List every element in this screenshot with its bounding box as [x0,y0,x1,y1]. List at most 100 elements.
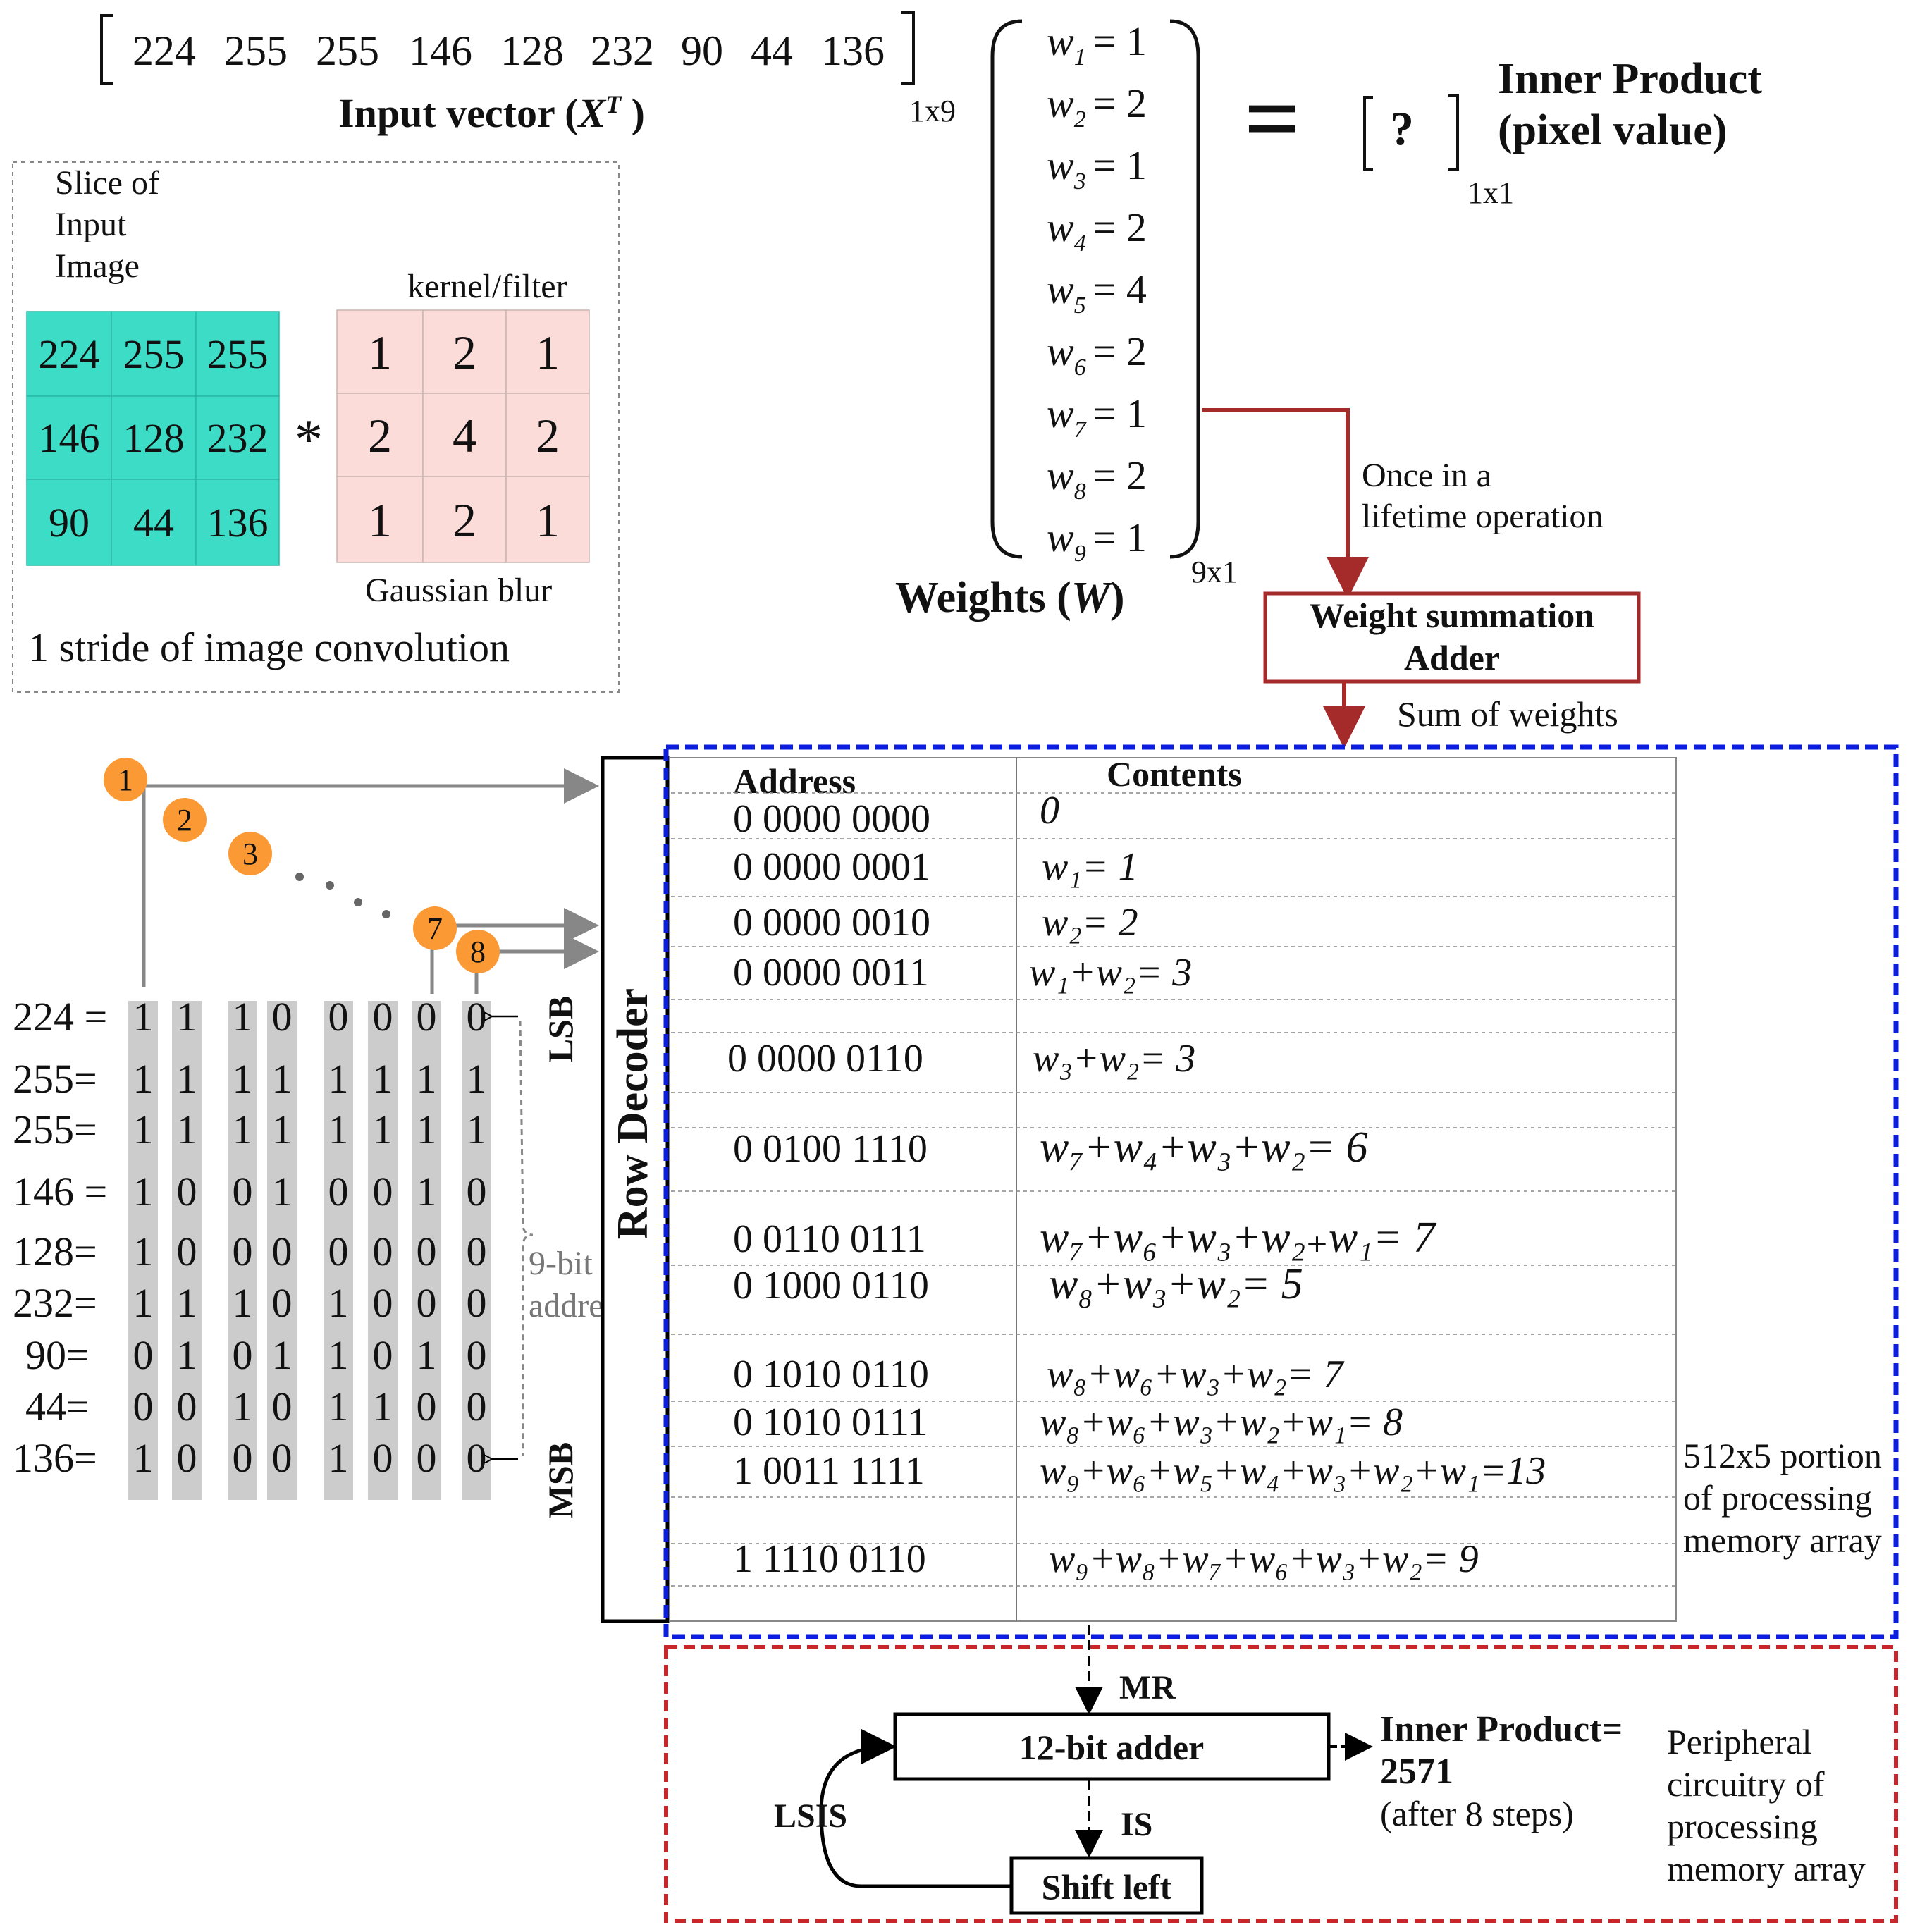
bit-value: 0 [328,1229,349,1274]
step-badge-number: 3 [242,837,258,871]
result-label-line2: (pixel value) [1498,106,1727,154]
bit-value: 0 [417,1229,437,1274]
bit-value: 0 [373,994,393,1040]
memory-content: w₁+w₂= 3 [1029,951,1192,995]
bit-row-label: 90= [25,1332,90,1378]
memory-table-frame [669,757,1677,1622]
weight-flow: Once in a lifetime operation Weight summ… [1202,408,1641,749]
lsb-label: LSB [541,996,580,1063]
peripheral-label-line2: circuitry of [1667,1764,1825,1804]
memory-header-contents: Contents [1107,754,1242,794]
bit-column-bar [172,1001,202,1500]
image-cell [195,311,280,397]
memory-address: 0 0100 1110 [733,1127,928,1171]
step1-arrow [142,768,599,987]
shift-left-box [1009,1856,1204,1915]
bit-value: 0 [373,1332,393,1378]
memory-content: w₈+w₆+w₃+w₂+w₁= 8 [1040,1401,1403,1444]
twelve-bit-adder-label: 12-bit adder [1019,1728,1205,1767]
bit-value: 0 [467,1229,487,1274]
bit-value: 1 [233,1384,253,1429]
input-vector-value: 146 [409,27,472,74]
step-badge [104,758,147,801]
portion-label-line2: of processing [1683,1478,1872,1518]
image-cell-value: 255 [123,331,185,377]
image-cell [195,479,280,566]
kernel-label: kernel/filter [407,268,567,305]
bit-value: 0 [233,1332,253,1378]
input-vector-left-bracket [100,14,113,85]
memory-address: 0 1010 0110 [733,1353,929,1396]
ellipsis-dot [382,910,390,918]
memory-address: 0 1000 0110 [733,1264,929,1308]
result-value: ? [1390,101,1414,155]
weight-entry: w2= 2 [1047,80,1147,133]
input-vector-value: 128 [500,27,564,74]
bit-value: 1 [417,1169,437,1214]
bit-value: 1 [177,1280,197,1326]
peripheral-label-line4: memory array [1667,1849,1866,1888]
bit-value: 1 [272,1332,293,1378]
image-cell-value: 255 [207,331,269,377]
input-vector-value: 90 [681,27,723,74]
input-vector-label: Input vector (XT ) [338,90,645,136]
msb-label: MSB [541,1442,580,1518]
kernel-cell [336,309,424,394]
weights-entries: w1= 1w2= 2w3= 1w4= 2w5= 4w6= 2w7= 1w8= 2… [1047,18,1147,567]
image-cell-value: 232 [207,415,269,461]
bit-value: 1 [417,1056,437,1102]
image-cell-value: 224 [39,331,100,377]
bit-value: 1 [467,1056,487,1102]
weight-entry: w6= 2 [1047,328,1147,381]
once-label-line1: Once in a [1362,457,1491,494]
kernel-name: Gaussian blur [365,572,552,609]
image-cell [26,479,112,566]
step-badge-number: 2 [177,803,192,837]
shift-left-label: Shift left [1042,1867,1172,1907]
memory-address: 0 0000 0001 [733,845,930,889]
bit-row-label: 44= [25,1384,90,1429]
bit-value: 0 [467,994,487,1040]
step7-arrow [430,908,599,994]
bit-value: 1 [417,1332,437,1378]
input-vector-value: 255 [224,27,288,74]
input-vector-value: 255 [316,27,379,74]
memory-address: 0 0000 0010 [733,901,930,945]
kernel-cell [336,393,424,477]
weight-entry: w3= 1 [1047,142,1147,195]
bit-column-bar [128,1001,158,1500]
memory-header-address: Address [733,761,856,801]
row-decoder: Row Decoder [601,756,670,1623]
bit-value: 0 [328,994,349,1040]
step-ellipsis [295,873,390,918]
memory-content: w₁= 1 [1042,845,1138,889]
kernel-cell-value: 1 [368,493,392,547]
peripheral-result-line3: (after 8 steps) [1380,1794,1574,1833]
image-cell-value: 128 [123,415,185,461]
bit-value: 0 [272,1435,293,1481]
weight-entry: w4= 2 [1047,204,1147,257]
memory-blue-dashed-frame [663,744,1899,1639]
address-label-line1: 9-bit [529,1245,593,1282]
bit-value: 0 [328,1169,349,1214]
bit-value: 1 [233,1056,253,1102]
adder-label-line2: Adder [1404,638,1500,677]
bit-value: 1 [272,1056,293,1102]
bit-value: 0 [233,1435,253,1481]
input-vector-value: 232 [591,27,654,74]
kernel-cell [422,476,507,563]
bit-value: 1 [177,1107,197,1152]
bit-value: 0 [373,1169,393,1214]
bit-column-bar [412,1001,441,1500]
weights-label: Weights (W) [895,574,1125,622]
slice-label-line3: Image [55,247,140,285]
convolution-operator: * [295,409,323,471]
image-cell [26,311,112,397]
bit-value: 1 [272,1169,293,1214]
peripheral-label-line3: processing [1667,1807,1818,1846]
bit-value: 1 [133,1169,154,1214]
